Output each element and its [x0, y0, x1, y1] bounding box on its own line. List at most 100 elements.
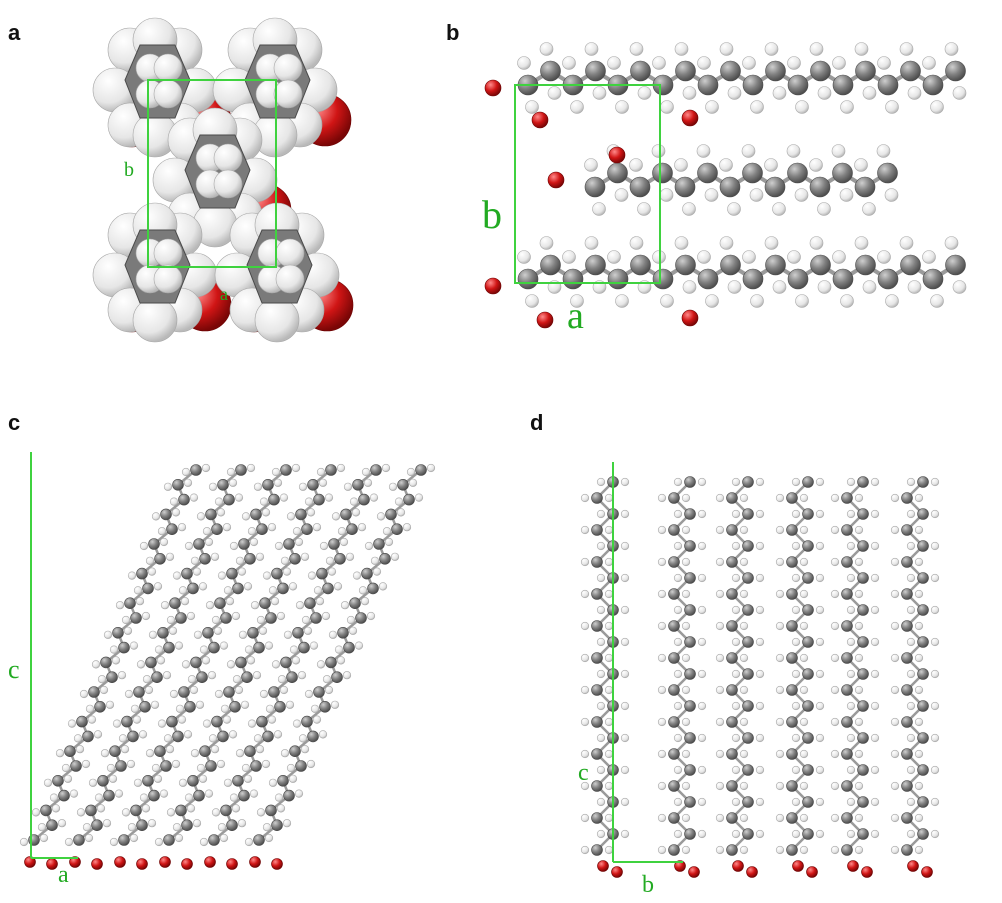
hydrogen-atom [63, 774, 73, 783]
hydrogen-atom [620, 573, 630, 583]
carbon-atom [319, 700, 331, 713]
panel-a-axis-b-label: b [124, 159, 134, 181]
carbon-atom [668, 492, 680, 504]
hydrogen-atom [217, 823, 227, 832]
hydrogen-atom [231, 804, 241, 813]
hydrogen-atom [815, 541, 825, 551]
carbon-atom [917, 700, 929, 712]
carbon-atom [385, 508, 397, 521]
hydrogen-atom [786, 144, 801, 158]
hydrogen-atom [345, 552, 355, 561]
hydrogen-atom [57, 819, 67, 828]
hydrogen-atom [249, 537, 259, 547]
hydrogen-atom [304, 497, 314, 506]
hydrogen-atom [890, 813, 900, 823]
hydrogen-atom [604, 525, 614, 535]
carbon-atom [684, 828, 696, 840]
hydrogen-atom [799, 749, 809, 759]
carbon-atom [265, 804, 277, 817]
hydrogen-atom [755, 765, 765, 775]
hydrogen-atom [832, 250, 846, 264]
hydrogen-atom [283, 630, 293, 639]
hydrogen-atom [280, 749, 290, 758]
hydrogen-atom [854, 685, 864, 695]
hydrogen-atom [580, 813, 590, 823]
carbon-atom [112, 626, 124, 639]
carbon-atom [742, 604, 754, 616]
hydrogen-atom [799, 525, 809, 535]
hydrogen-atom [256, 615, 266, 625]
oxygen-atom [792, 860, 804, 872]
hydrogen-atom [854, 158, 868, 172]
hydrogen-atom [153, 264, 183, 294]
hydrogen-atom [809, 42, 824, 56]
hydrogen-atom [673, 637, 683, 647]
hydrogen-atom [604, 845, 614, 855]
panel-b-axis-a-label: a [567, 295, 584, 337]
hydrogen-atom [907, 86, 922, 100]
carbon-atom [591, 652, 603, 664]
carbon-atom [562, 268, 584, 290]
carbon-atom [235, 656, 247, 669]
hydrogen-atom [75, 745, 85, 754]
hydrogen-atom [217, 571, 227, 580]
hydrogen-atom [300, 552, 310, 561]
hydrogen-atom [620, 733, 630, 743]
hydrogen-atom [741, 144, 756, 158]
hydrogen-atom [922, 56, 936, 70]
hydrogen-atom [144, 685, 154, 695]
hydrogen-atom [772, 86, 787, 100]
hydrogen-atom [252, 671, 262, 680]
hydrogen-atom [258, 626, 268, 635]
hydrogen-atom [657, 749, 667, 759]
carbon-atom [726, 780, 738, 792]
carbon-atom [901, 556, 913, 568]
hydrogen-atom [764, 158, 778, 172]
carbon-atom [208, 834, 220, 846]
hydrogen-atom [830, 685, 840, 695]
carbon-atom [607, 268, 629, 290]
hydrogen-atom [226, 660, 236, 669]
carbon-atom [802, 796, 814, 808]
hydrogen-atom [229, 541, 239, 551]
hydrogen-atom [604, 717, 614, 727]
hydrogen-atom [846, 797, 856, 807]
hydrogen-atom [739, 653, 749, 663]
hydrogen-atom [854, 42, 869, 56]
oxygen-atom [547, 171, 565, 189]
hydrogen-atom [243, 582, 253, 591]
hydrogen-atom [304, 689, 314, 699]
hydrogen-atom [870, 829, 880, 839]
hydrogen-atom [815, 701, 825, 711]
hydrogen-atom [620, 765, 630, 775]
hydrogen-atom [241, 763, 251, 773]
hydrogen-atom [815, 829, 825, 839]
carbon-atom [142, 582, 154, 595]
hydrogen-atom [846, 669, 856, 679]
hydrogen-atom [830, 781, 840, 791]
hydrogen-atom [846, 541, 856, 551]
hydrogen-atom [192, 567, 202, 576]
carbon-atom [58, 789, 70, 802]
hydrogen-atom [235, 556, 245, 565]
hydrogen-atom [719, 158, 733, 172]
hydrogen-atom [755, 477, 765, 487]
hydrogen-atom [731, 637, 741, 647]
hydrogen-atom [755, 701, 765, 711]
hydrogen-atom [674, 158, 688, 172]
hydrogen-atom [150, 700, 160, 709]
carbon-atom [857, 764, 869, 776]
hydrogen-atom [370, 556, 380, 565]
hydrogen-atom [681, 685, 691, 695]
hydrogen-atom [151, 512, 161, 521]
hydrogen-atom [261, 759, 271, 769]
carbon-atom [280, 464, 292, 476]
hydrogen-atom [237, 819, 247, 828]
hydrogen-atom [637, 86, 652, 100]
carbon-atom [841, 556, 853, 568]
hydrogen-atom [906, 605, 916, 615]
hydrogen-atom [330, 700, 340, 709]
hydrogen-atom [208, 482, 218, 491]
hydrogen-atom [727, 86, 742, 100]
hydrogen-atom [682, 280, 697, 294]
